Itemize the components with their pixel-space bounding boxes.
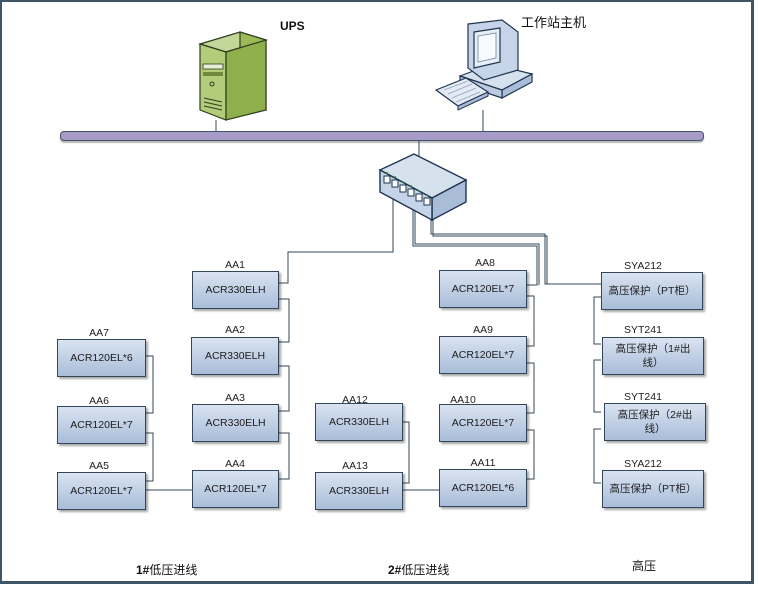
caption-group2: 2#低压进线 — [388, 563, 450, 577]
meter-model: ACR330ELH — [205, 284, 266, 296]
meter-id: AA8 — [475, 257, 495, 269]
protection-label: 高压保护（PT柜） — [609, 483, 697, 495]
meter-model: ACR120EL*7 — [70, 419, 133, 431]
desktop-computer-icon — [434, 19, 534, 111]
meter-node-aa3[interactable]: ACR330ELH — [192, 404, 279, 442]
meter-node-aa12[interactable]: ACR330ELH — [315, 403, 403, 441]
protection-node-sya212-pt[interactable]: 高压保护（PT柜） — [601, 272, 703, 310]
protection-label: 高压保护（PT柜） — [608, 285, 696, 297]
meter-node-aa2[interactable]: ACR330ELH — [191, 337, 279, 375]
meter-model: ACR120EL*6 — [451, 482, 515, 494]
protection-id: SYT241 — [624, 324, 662, 336]
meter-id: AA11 — [470, 457, 496, 469]
meter-id: AA3 — [225, 392, 245, 404]
meter-node-aa4[interactable]: ACR120EL*7 — [192, 470, 279, 508]
protection-id: SYT241 — [624, 391, 662, 403]
ups-label: UPS — [280, 19, 305, 33]
meter-id: AA13 — [342, 460, 368, 472]
meter-id: AA5 — [89, 460, 109, 472]
protection-id: SYA212 — [624, 458, 662, 470]
protection-id: SYA212 — [624, 260, 662, 272]
caption-group1: 1#低压进线 — [136, 563, 198, 577]
meter-model: ACR330ELH — [205, 417, 266, 429]
meter-model: ACR120EL*7 — [204, 483, 267, 495]
meter-node-aa11[interactable]: ACR120EL*6 — [439, 469, 527, 507]
meter-node-aa13[interactable]: ACR330ELH — [315, 472, 403, 510]
protection-node-sya212-pt-2[interactable]: 高压保护（PT柜） — [602, 470, 704, 508]
network-switch-icon — [378, 153, 468, 222]
meter-model: ACR120EL*6 — [70, 352, 133, 364]
workstation-label: 工作站主机 — [521, 15, 587, 30]
meter-id: AA7 — [89, 327, 109, 339]
meter-id: AA6 — [89, 395, 109, 407]
meter-id: AA10 — [450, 394, 476, 406]
meter-node-aa10[interactable]: ACR120EL*7 — [439, 404, 527, 442]
meter-model: ACR120EL*7 — [451, 417, 515, 429]
meter-model: ACR330ELH — [328, 485, 390, 497]
meter-id: AA1 — [225, 259, 245, 271]
meter-id: AA2 — [225, 324, 245, 336]
meter-node-aa1[interactable]: ACR330ELH — [192, 271, 279, 309]
protection-label: 高压保护（1#出线） — [615, 343, 691, 369]
meter-id: AA9 — [473, 324, 493, 336]
meter-node-aa9[interactable]: ACR120EL*7 — [439, 336, 527, 374]
meter-node-aa8[interactable]: ACR120EL*7 — [439, 270, 527, 308]
meter-id: AA4 — [225, 458, 245, 470]
meter-model: ACR120EL*7 — [451, 349, 515, 361]
meter-node-aa6[interactable]: ACR120EL*7 — [57, 406, 146, 444]
caption-group3: 高压 — [632, 559, 657, 573]
meter-node-aa5[interactable]: ACR120EL*7 — [57, 472, 146, 510]
meter-node-aa7[interactable]: ACR120EL*6 — [57, 339, 146, 377]
meter-model: ACR120EL*7 — [451, 283, 515, 295]
protection-label: 高压保护（2#出线） — [617, 409, 693, 435]
meter-model: ACR120EL*7 — [70, 485, 133, 497]
protection-node-syt241-2[interactable]: 高压保护（2#出线） — [604, 403, 706, 441]
meter-model: ACR330ELH — [204, 350, 266, 362]
network-bus — [60, 131, 704, 141]
server-tower-icon — [197, 31, 269, 121]
meter-model: ACR330ELH — [328, 416, 390, 428]
protection-node-syt241-1[interactable]: 高压保护（1#出线） — [602, 337, 704, 375]
